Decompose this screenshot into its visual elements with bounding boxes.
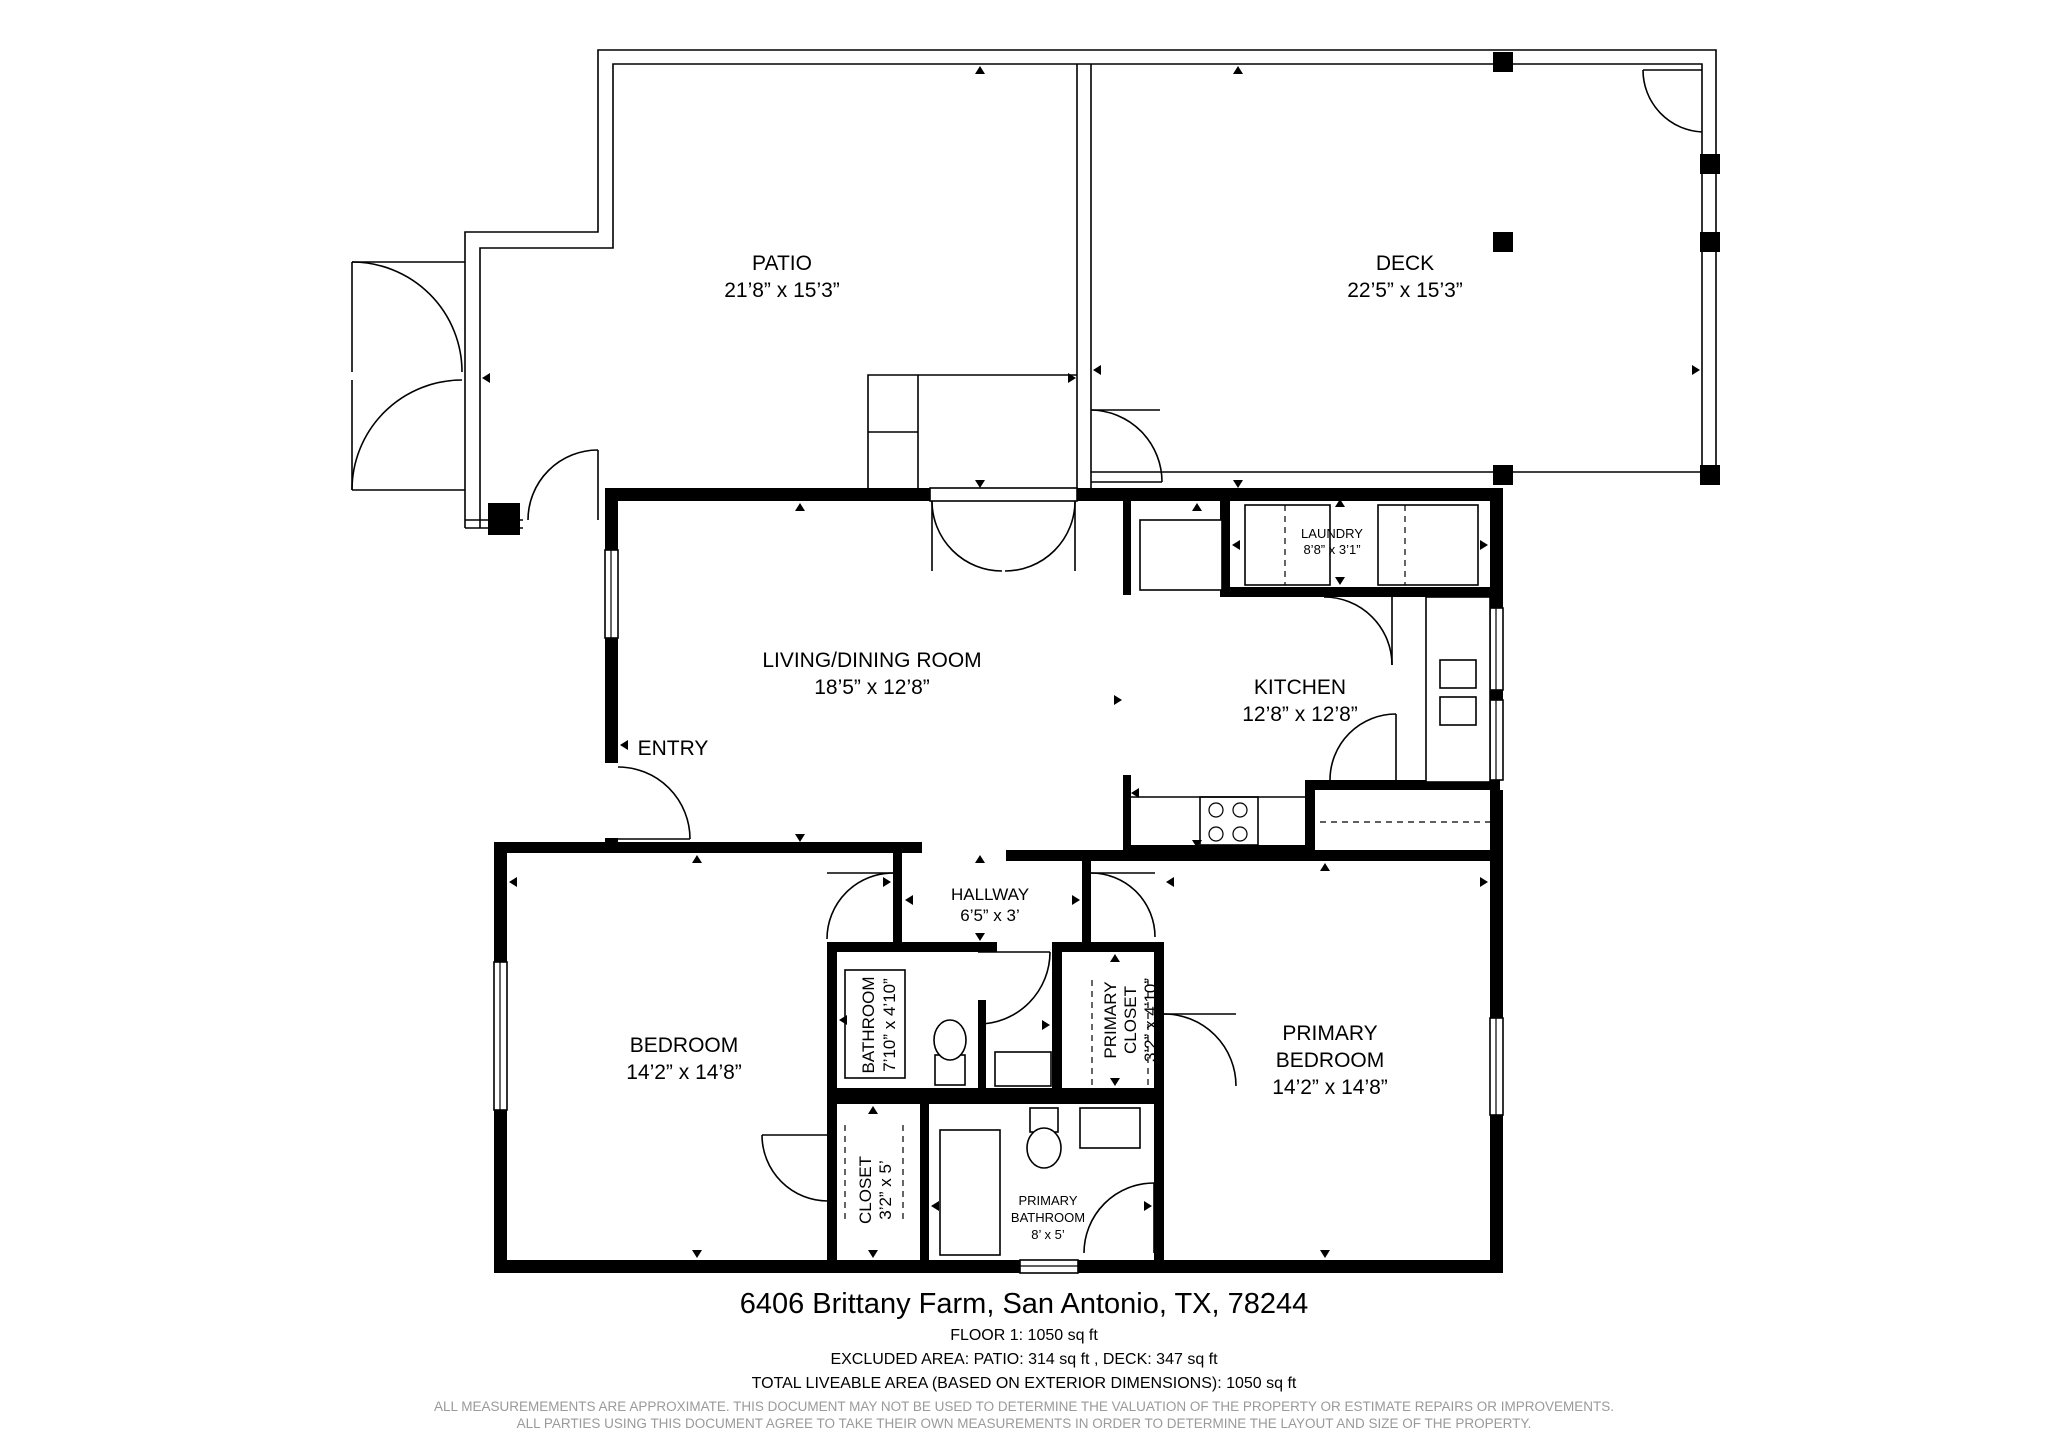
living-dining-label: LIVING/DINING ROOM [762,649,981,672]
deck-label: DECK [1376,252,1434,275]
patio-door [527,449,599,521]
deck-corner-door [1642,69,1703,133]
kitchen-dims: 12’8” x 12’8” [1242,703,1358,726]
primary-bathroom-label-2: BATHROOM [1011,1210,1085,1225]
kitchen-label: KITCHEN [1254,676,1346,699]
hallway-label: HALLWAY [951,885,1029,904]
primary-closet-dims: 3’2” x 4’10” [1141,978,1160,1062]
interior-doors [617,487,1397,1254]
bathroom-label: BATHROOM [859,977,878,1074]
disclaimer-line-1: ALL MEASUREMEMENTS ARE APPROXIMATE. THIS… [434,1399,1614,1414]
bedroom-label: BEDROOM [630,1034,739,1057]
entry-label: ENTRY [638,737,709,760]
total-liveable-area: TOTAL LIVEABLE AREA (BASED ON EXTERIOR D… [751,1375,1297,1392]
excluded-area: EXCLUDED AREA: PATIO: 314 sq ft , DECK: … [830,1351,1218,1368]
living-dining-dims: 18’5” x 12’8” [814,676,930,699]
primary-bedroom-label-1: PRIMARY [1282,1022,1377,1045]
primary-bedroom-dims: 14’2” x 14’8” [1272,1076,1388,1099]
bedroom-dims: 14’2” x 14’8” [626,1061,742,1084]
laundry-dims: 8’8” x 3’1” [1303,542,1360,557]
primary-closet-label-1: PRIMARY [1101,981,1120,1058]
plan-info: 6406 Brittany Farm, San Antonio, TX, 782… [0,1290,2048,1433]
property-address: 6406 Brittany Farm, San Antonio, TX, 782… [739,1288,1309,1320]
primary-bedroom-label-2: BEDROOM [1276,1049,1385,1072]
windows [493,549,1504,1274]
patio-side-gate [351,261,465,491]
closet-dims: 3’2” x 5’ [876,1160,895,1220]
primary-closet-label-2: CLOSET [1121,986,1140,1054]
laundry-label: LAUNDRY [1301,526,1363,541]
primary-bathroom-dims: 8’ x 5’ [1031,1227,1065,1242]
interior-walls [494,488,1503,1273]
floor-area: FLOOR 1: 1050 sq ft [950,1327,1098,1344]
disclaimer-line-2: ALL PARTIES USING THIS DOCUMENT AGREE TO… [516,1415,1532,1431]
measure-markers [482,66,1700,1258]
closet-label: CLOSET [856,1156,875,1224]
deck-dims: 22’5” x 15’3” [1347,279,1463,302]
patio-label: PATIO [752,252,812,275]
primary-bathroom-label-1: PRIMARY [1019,1193,1078,1208]
hallway-dims: 6’5” x 3’ [960,906,1020,925]
deck-posts [488,52,1720,535]
patio-dims: 21’8” x 15’3” [724,279,840,302]
deck-door [1090,409,1163,483]
bathroom-dims: 7’10” x 4’10” [880,978,899,1072]
outdoor-outline [464,49,1717,529]
fixtures [844,504,1491,1256]
